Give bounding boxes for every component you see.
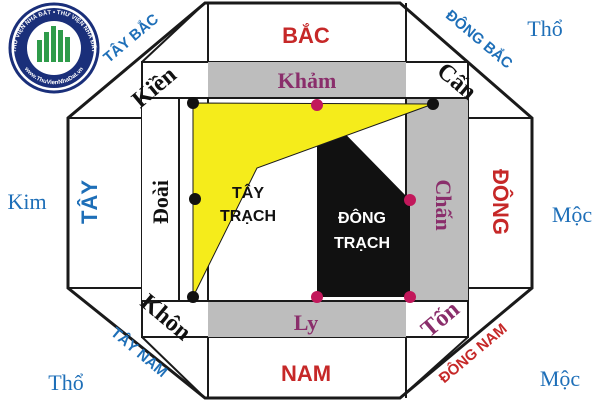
direction-west: TÂY bbox=[77, 180, 102, 224]
dot-doai bbox=[189, 193, 201, 205]
direction-east: ĐÔNG bbox=[488, 169, 513, 235]
dot-ly bbox=[311, 291, 323, 303]
tay-trach-label-line1: TÂY bbox=[232, 183, 264, 202]
trigram-kham: Khảm bbox=[278, 68, 337, 93]
dot-khon bbox=[187, 291, 199, 303]
element-moc-right: Mộc bbox=[552, 202, 593, 227]
gray-band-east bbox=[406, 98, 468, 301]
tay-trach-label-line2: TRẠCH bbox=[220, 208, 276, 225]
direction-north: BẮC bbox=[282, 23, 330, 48]
dong-trach-shape bbox=[317, 105, 410, 297]
element-tho-top: Thổ bbox=[527, 16, 562, 41]
direction-south: NAM bbox=[281, 361, 331, 386]
dong-trach-label-line1: ĐÔNG bbox=[338, 208, 386, 227]
element-tho-bottom: Thổ bbox=[48, 370, 83, 395]
dot-can bbox=[427, 98, 439, 110]
trigram-ly: Ly bbox=[294, 310, 318, 335]
element-kim: Kim bbox=[7, 189, 46, 214]
tay-trach-shape bbox=[192, 102, 434, 298]
logo-building-icon bbox=[37, 26, 70, 62]
dot-ton bbox=[404, 291, 416, 303]
gray-band-west bbox=[142, 98, 179, 301]
trigram-doai: Đoài bbox=[148, 180, 173, 224]
dot-kien bbox=[187, 97, 199, 109]
gray-band-south bbox=[208, 301, 406, 337]
trigram-chan: Chấn bbox=[431, 179, 456, 230]
sector-dividers bbox=[68, 2, 532, 399]
dot-chan bbox=[404, 194, 416, 206]
dot-kham bbox=[311, 99, 323, 111]
element-moc-bottom: Mộc bbox=[540, 366, 581, 391]
gray-band-north bbox=[208, 62, 406, 98]
dong-trach-label-line2: TRẠCH bbox=[334, 235, 390, 252]
logo: THƯ VIỆN NHÀ ĐẤT • THƯ VIỆN NHÀ ĐẤT www.… bbox=[8, 2, 100, 94]
